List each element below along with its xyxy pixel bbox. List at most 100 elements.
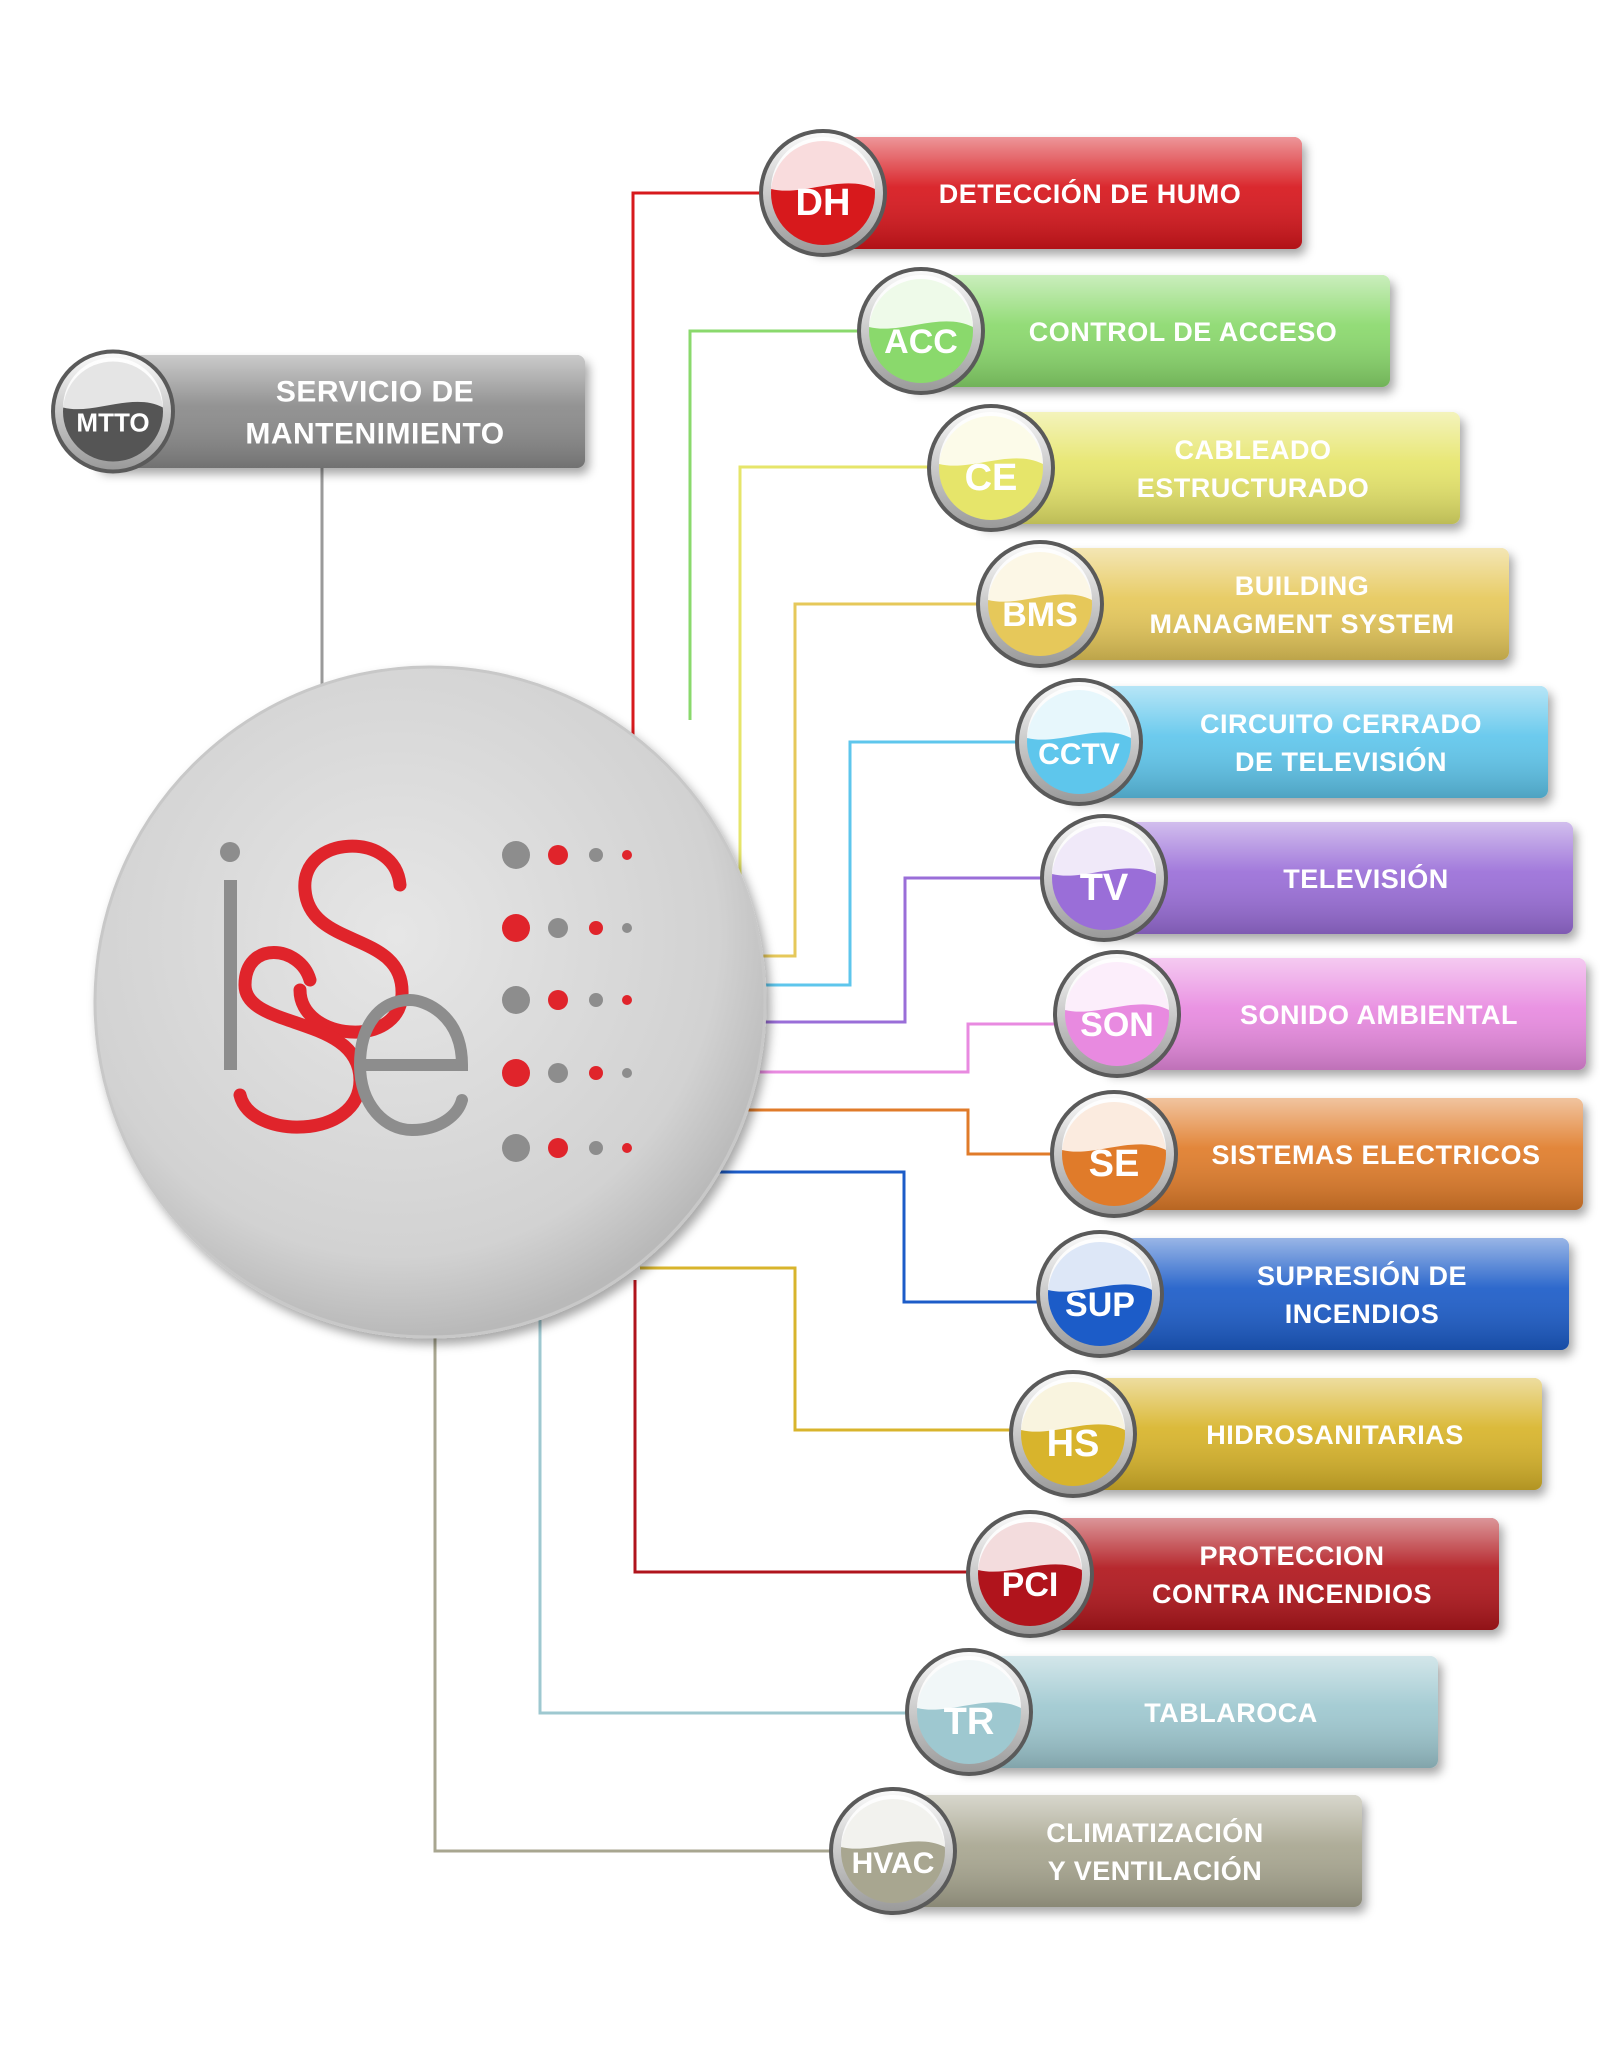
service-label-tr: TABLAROCA [1144, 1698, 1317, 1728]
badge-code-se: SE [1089, 1143, 1140, 1185]
badge-code-hvac: HVAC [852, 1847, 935, 1880]
service-pill-pci: PROTECCION CONTRA INCENDIOS PCI [966, 1510, 1499, 1638]
badge-code-bms: BMS [1002, 596, 1078, 634]
logo-dot [502, 986, 530, 1014]
connector-dh [631, 191, 773, 740]
badge-hs: HS [1009, 1370, 1137, 1498]
badge-code-son: SON [1080, 1006, 1154, 1044]
service-pill-se: SISTEMAS ELECTRICOS SE [1050, 1090, 1583, 1218]
logo-dot [502, 1059, 530, 1087]
badge-se: SE [1050, 1090, 1178, 1218]
logo-dot [622, 850, 632, 860]
badge-code-sup: SUP [1065, 1286, 1135, 1324]
badge-code-acc: ACC [884, 323, 958, 361]
badge-ce: CE [927, 404, 1055, 532]
pill-gloss-ce [976, 412, 1460, 524]
badge-acc: ACC [857, 267, 985, 395]
logo-dot [622, 1068, 632, 1078]
service-label-son: SONIDO AMBIENTAL [1240, 1000, 1518, 1030]
isse-logo [220, 839, 632, 1162]
logo-dot [622, 995, 632, 1005]
service-label-pci: PROTECCION [1199, 1541, 1384, 1571]
badge-code-tv: TV [1080, 867, 1129, 909]
pill-gloss-dh [808, 137, 1302, 249]
logo-dot [502, 841, 530, 869]
logo-dot [502, 1134, 530, 1162]
service-label-ce: ESTRUCTURADO [1137, 473, 1370, 503]
badge-code-hs: HS [1047, 1423, 1100, 1465]
service-pill-son: SONIDO AMBIENTAL SON [1053, 950, 1586, 1078]
logo-dot [548, 990, 568, 1010]
connector-se [740, 1108, 1065, 1156]
connector-cctv [760, 740, 1030, 987]
service-pill-ce: CABLEADO ESTRUCTURADO CE [927, 404, 1460, 532]
pill-gloss-acc [906, 275, 1390, 387]
logo-dot [548, 918, 568, 938]
pill-gloss-hs [1058, 1378, 1542, 1490]
connector-tv [760, 876, 1055, 1024]
pill-gloss-tr [954, 1656, 1438, 1768]
pill-gloss-sup [1085, 1238, 1569, 1350]
pill-gloss-se [1099, 1098, 1583, 1210]
logo-dot [548, 1063, 568, 1083]
pill-gloss-cctv [1064, 686, 1548, 798]
connector-acc [688, 329, 872, 720]
badge-pci: PCI [966, 1510, 1094, 1638]
logo-dot [622, 1143, 632, 1153]
connector-hs [640, 1266, 1022, 1432]
pill-gloss-tv [1089, 822, 1573, 934]
badge-mtto: MTTO [51, 349, 175, 474]
logo-dot [589, 993, 603, 1007]
badge-code-pci: PCI [1002, 1566, 1059, 1604]
connector-tr [538, 1320, 918, 1715]
badge-code-ce: CE [965, 457, 1018, 499]
service-label-sup: SUPRESIÓN DE [1257, 1260, 1467, 1291]
service-label-hs: HIDROSANITARIAS [1206, 1420, 1464, 1450]
service-label-ce: CABLEADO [1175, 435, 1332, 465]
service-pill-dh: DETECCIÓN DE HUMO DH [759, 129, 1302, 257]
service-label-hvac: Y VENTILACIÓN [1048, 1855, 1263, 1886]
badge-code-mtto: MTTO [76, 408, 149, 438]
service-pill-acc: CONTROL DE ACCESO ACC [857, 267, 1390, 395]
logo-dot [548, 845, 568, 865]
service-label-hvac: CLIMATIZACIÓN [1046, 1817, 1263, 1848]
badge-code-dh: DH [796, 182, 851, 224]
maintenance-label: MANTENIMIENTO [245, 418, 504, 451]
logo-dot [548, 1138, 568, 1158]
service-pill-tr: TABLAROCA TR [905, 1648, 1438, 1776]
connector-son [760, 1022, 1068, 1074]
service-label-sup: INCENDIOS [1285, 1299, 1440, 1329]
pill-gloss-bms [1025, 548, 1509, 660]
service-label-se: SISTEMAS ELECTRICOS [1211, 1140, 1540, 1170]
badge-hvac: HVAC [829, 1787, 957, 1915]
service-pill-hs: HIDROSANITARIAS HS [1009, 1370, 1542, 1498]
service-label-pci: CONTRA INCENDIOS [1152, 1579, 1432, 1609]
badge-code-tr: TR [944, 1701, 995, 1743]
connector-ce [738, 465, 942, 883]
connector-bms [760, 602, 990, 958]
service-label-cctv: CIRCUITO CERRADO [1200, 709, 1482, 739]
badge-tv: TV [1040, 814, 1168, 942]
connector-lines [433, 191, 1068, 1853]
logo-dot [589, 1066, 603, 1080]
service-label-acc: CONTROL DE ACCESO [1029, 317, 1338, 347]
logo-dot [589, 848, 603, 862]
service-label-dh: DETECCIÓN DE HUMO [939, 178, 1242, 209]
connector-hvac [433, 1335, 842, 1853]
badge-dh: DH [759, 129, 887, 257]
service-label-cctv: DE TELEVISIÓN [1235, 746, 1447, 777]
service-pill-hvac: CLIMATIZACIÓN Y VENTILACIÓN HVAC [829, 1787, 1362, 1915]
pill-gloss-mtto [95, 355, 585, 468]
badge-sup: SUP [1036, 1230, 1164, 1358]
service-pill-sup: SUPRESIÓN DE INCENDIOS SUP [1036, 1230, 1569, 1358]
logo-dot [622, 923, 632, 933]
logo-dot [589, 921, 603, 935]
badge-tr: TR [905, 1648, 1033, 1776]
logo-dots [502, 841, 632, 1162]
logo-dot [589, 1141, 603, 1155]
